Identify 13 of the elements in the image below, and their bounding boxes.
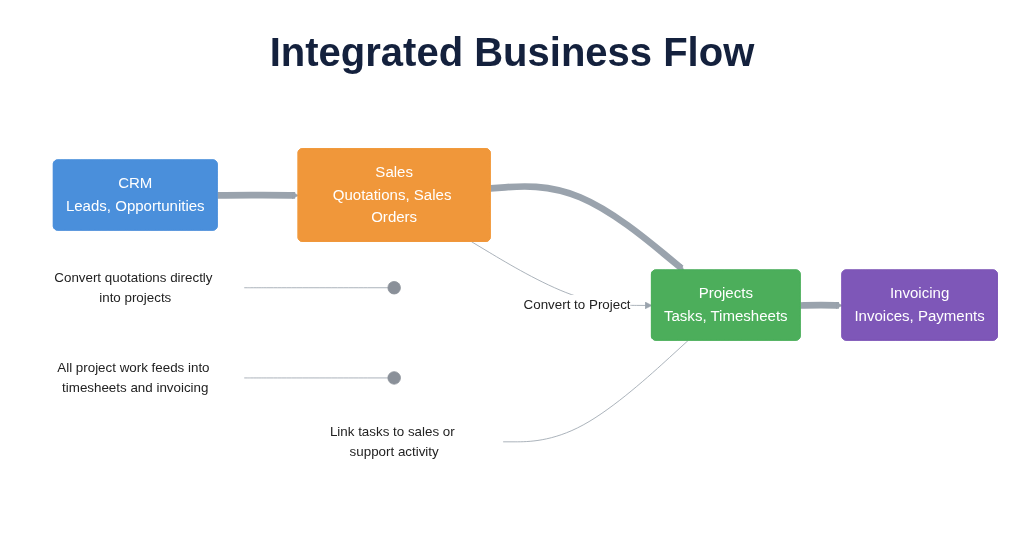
connector	[243, 287, 389, 289]
arrow	[490, 183, 685, 272]
node-circle	[387, 371, 401, 386]
node-circle	[387, 281, 401, 295]
node-text: Link tasks to sales or support activity	[329, 424, 455, 459]
arrow	[217, 192, 299, 200]
connector	[502, 340, 689, 443]
node-text: Convert quotations directly into projects	[54, 270, 213, 305]
arrow	[800, 302, 843, 310]
diagram-title: Integrated Business Flow	[269, 30, 755, 75]
connector	[243, 377, 389, 379]
edge-label: Convert to Project	[523, 298, 631, 313]
node-text: All project work feeds into timesheets and invoicing	[57, 360, 210, 396]
